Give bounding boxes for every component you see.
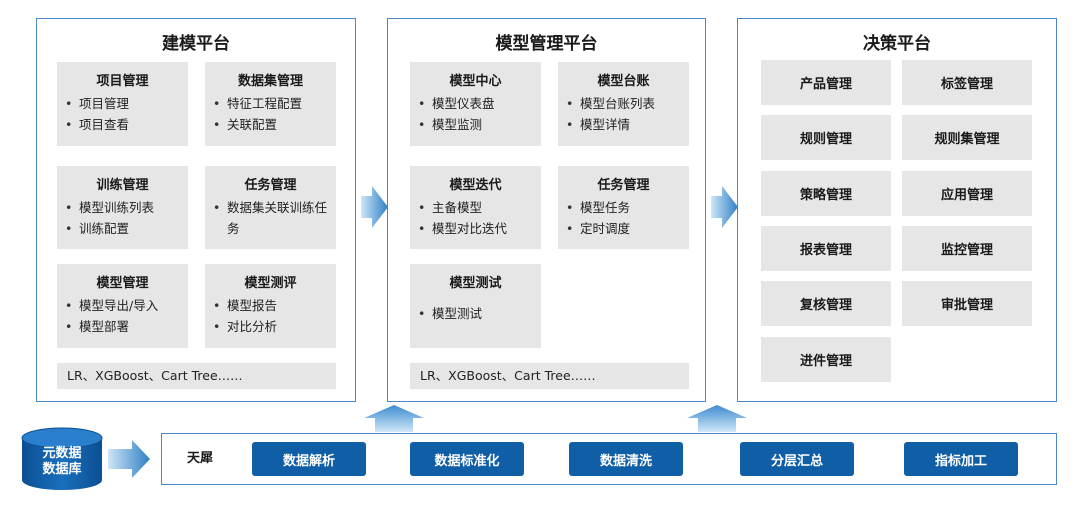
decision-button-monitor[interactable]: 监控管理 bbox=[902, 226, 1032, 271]
decision-button-rule[interactable]: 规则管理 bbox=[761, 115, 891, 160]
decision-button-tag[interactable]: 标签管理 bbox=[902, 60, 1032, 105]
arrow-modeling-to-model-mgmt bbox=[361, 186, 388, 228]
model-mgmt-card-iteration[interactable]: 模型迭代 主备模型 模型对比迭代 bbox=[410, 166, 541, 249]
pipeline-step-parse[interactable]: 数据解析 bbox=[252, 442, 366, 476]
modeling-card-dataset[interactable]: 数据集管理 特征工程配置 关联配置 bbox=[205, 62, 336, 146]
list-item: 模型详情 bbox=[566, 114, 689, 135]
arrow-model-mgmt-to-decision bbox=[711, 186, 738, 228]
pipeline-step-standardize[interactable]: 数据标准化 bbox=[410, 442, 524, 476]
list-item: 项目查看 bbox=[65, 114, 188, 135]
card-title: 模型台账 bbox=[597, 74, 650, 89]
modeling-card-model-mgmt[interactable]: 模型管理 模型导出/导入 模型部署 bbox=[57, 264, 188, 348]
list-item: 特征工程配置 bbox=[213, 93, 336, 114]
list-item: 主备模型 bbox=[418, 197, 541, 218]
list-item: 模型测试 bbox=[418, 303, 541, 324]
card-title: 模型中心 bbox=[449, 74, 502, 89]
list-item: 定时调度 bbox=[566, 218, 689, 239]
list-item: 模型训练列表 bbox=[65, 197, 188, 218]
decision-button-product[interactable]: 产品管理 bbox=[761, 60, 891, 105]
list-item: 模型任务 bbox=[566, 197, 689, 218]
pipeline-step-clean[interactable]: 数据清洗 bbox=[569, 442, 683, 476]
card-title: 模型测评 bbox=[244, 276, 297, 291]
card-title: 任务管理 bbox=[244, 178, 297, 193]
card-title: 模型管理 bbox=[96, 276, 149, 291]
modeling-algorithms-note: LR、XGBoost、Cart Tree…… bbox=[57, 363, 336, 389]
database-icon bbox=[21, 427, 103, 490]
pipeline-step-aggregate[interactable]: 分层汇总 bbox=[740, 442, 854, 476]
modeling-platform-panel: 建模平台 项目管理 项目管理 项目查看 数据集管理 特征工程配置 关联配置 训练… bbox=[36, 18, 356, 402]
list-item: 模型对比迭代 bbox=[418, 218, 541, 239]
list-item: 模型监测 bbox=[418, 114, 541, 135]
modeling-card-task[interactable]: 任务管理 数据集关联训练任务 bbox=[205, 166, 336, 249]
card-title: 数据集管理 bbox=[237, 74, 303, 89]
model-mgmt-card-task[interactable]: 任务管理 模型任务 定时调度 bbox=[558, 166, 689, 249]
model-mgmt-card-center[interactable]: 模型中心 模型仪表盘 模型监测 bbox=[410, 62, 541, 146]
decision-button-intake[interactable]: 进件管理 bbox=[761, 337, 891, 382]
card-title: 训练管理 bbox=[96, 178, 149, 193]
decision-button-application[interactable]: 应用管理 bbox=[902, 171, 1032, 216]
decision-button-approval[interactable]: 审批管理 bbox=[902, 281, 1032, 326]
decision-button-review[interactable]: 复核管理 bbox=[761, 281, 891, 326]
model-mgmt-platform-panel: 模型管理平台 模型中心 模型仪表盘 模型监测 模型台账 模型台账列表 模型详情 … bbox=[387, 18, 706, 402]
pipeline-step-indicator[interactable]: 指标加工 bbox=[904, 442, 1018, 476]
model-mgmt-card-ledger[interactable]: 模型台账 模型台账列表 模型详情 bbox=[558, 62, 689, 146]
list-item: 模型导出/导入 bbox=[65, 295, 188, 316]
arrow-pipeline-to-model-mgmt-right bbox=[687, 405, 747, 432]
model-mgmt-platform-title: 模型管理平台 bbox=[495, 34, 598, 54]
card-title: 模型迭代 bbox=[449, 178, 502, 193]
pipeline-label: 天犀 bbox=[187, 451, 214, 466]
decision-button-strategy[interactable]: 策略管理 bbox=[761, 171, 891, 216]
list-item: 对比分析 bbox=[213, 316, 336, 337]
model-mgmt-card-testing[interactable]: 模型测试 模型测试 bbox=[410, 264, 541, 348]
list-item: 数据集关联训练任务 bbox=[213, 197, 336, 239]
list-item: 模型仪表盘 bbox=[418, 93, 541, 114]
model-mgmt-algorithms-note: LR、XGBoost、Cart Tree…… bbox=[410, 363, 689, 389]
modeling-platform-title: 建模平台 bbox=[162, 34, 230, 54]
modeling-card-evaluation[interactable]: 模型测评 模型报告 对比分析 bbox=[205, 264, 336, 348]
card-title: 模型测试 bbox=[449, 276, 502, 291]
decision-platform-title: 决策平台 bbox=[863, 34, 931, 54]
decision-button-report[interactable]: 报表管理 bbox=[761, 226, 891, 271]
list-item: 模型部署 bbox=[65, 316, 188, 337]
list-item: 项目管理 bbox=[65, 93, 188, 114]
decision-button-ruleset[interactable]: 规则集管理 bbox=[902, 115, 1032, 160]
database-label-line2: 数据库 bbox=[42, 462, 82, 477]
list-item: 关联配置 bbox=[213, 114, 336, 135]
list-item: 训练配置 bbox=[65, 218, 188, 239]
arrow-database-to-pipeline bbox=[108, 440, 150, 478]
decision-platform-panel: 决策平台 产品管理 标签管理 规则管理 规则集管理 策略管理 应用管理 报表管理… bbox=[737, 18, 1057, 402]
modeling-card-project[interactable]: 项目管理 项目管理 项目查看 bbox=[57, 62, 188, 146]
list-item: 模型报告 bbox=[213, 295, 336, 316]
database-label: 元数据 数据库 bbox=[22, 446, 102, 478]
card-title: 项目管理 bbox=[96, 74, 149, 89]
modeling-card-training[interactable]: 训练管理 模型训练列表 训练配置 bbox=[57, 166, 188, 249]
card-title: 任务管理 bbox=[597, 178, 650, 193]
arrow-pipeline-to-model-mgmt-left bbox=[364, 405, 424, 432]
database-label-line1: 元数据 bbox=[42, 446, 82, 461]
list-item: 模型台账列表 bbox=[566, 93, 689, 114]
